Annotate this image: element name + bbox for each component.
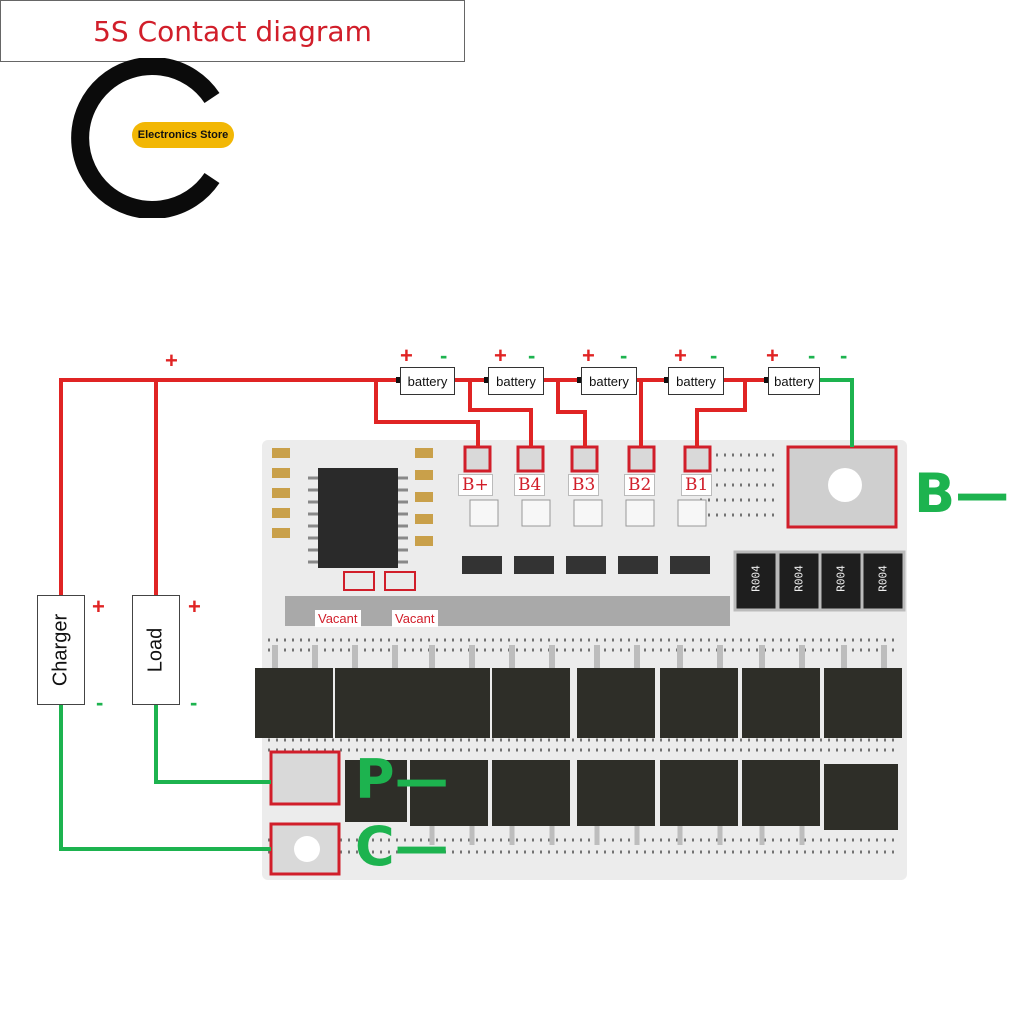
- load-label: Load: [144, 627, 167, 673]
- p-minus-terminal: [269, 750, 341, 806]
- p-minus-label: P—: [355, 748, 449, 811]
- pcb-dots: [268, 453, 900, 854]
- logo: Electronics Store: [62, 58, 242, 218]
- battery-5: battery: [400, 367, 455, 395]
- vacant-label-1: Vacant: [315, 610, 361, 627]
- pad-label-b2: B2: [624, 474, 656, 496]
- bat3-minus: -: [620, 343, 628, 368]
- mosfets-bottom: [345, 760, 898, 830]
- logo-badge: Electronics Store: [132, 122, 234, 148]
- resistor-label-3: R004: [834, 565, 848, 592]
- pad-label-b1: B1: [681, 474, 713, 496]
- load-minus: -: [190, 690, 198, 715]
- pad-label-b4: B4: [514, 474, 546, 496]
- logo-ring-icon: [71, 58, 220, 218]
- c-minus-label: C—: [355, 815, 449, 878]
- bat4-minus: -: [528, 343, 536, 368]
- resistor-label-4: R004: [876, 565, 890, 592]
- battery-1: battery: [768, 367, 820, 395]
- bat5-minus: -: [440, 343, 448, 368]
- bat5-plus: +: [400, 343, 413, 368]
- top-plus-sign: +: [165, 348, 178, 373]
- bat4-plus: +: [494, 343, 507, 368]
- charger-box: Charger: [37, 595, 85, 705]
- bat1-plus: +: [766, 343, 779, 368]
- charger-plus: +: [92, 594, 105, 619]
- battery-4: battery: [488, 367, 544, 395]
- vacant-label-2: Vacant: [392, 610, 438, 627]
- logo-text: Electronics Store: [137, 129, 229, 141]
- battery-2: battery: [668, 367, 724, 395]
- bat1-minus-a: -: [808, 343, 816, 368]
- pad-label-bplus: B+: [458, 474, 493, 496]
- load-plus: +: [188, 594, 201, 619]
- diagram-title: 5S Contact diagram: [0, 0, 465, 62]
- b-minus-label: B—: [914, 462, 1010, 525]
- battery-3: battery: [581, 367, 637, 395]
- bat2-plus: +: [674, 343, 687, 368]
- bat1-minus-b: -: [840, 343, 848, 368]
- ic-chip: [318, 468, 398, 568]
- bat3-plus: +: [582, 343, 595, 368]
- resistor-label-2: R004: [792, 565, 806, 592]
- shunt-resistors: [733, 550, 906, 612]
- bat2-minus: -: [710, 343, 718, 368]
- charger-minus: -: [96, 690, 104, 715]
- load-box: Load: [132, 595, 180, 705]
- pad-label-b3: B3: [568, 474, 600, 496]
- mosfets-top: [255, 668, 902, 738]
- charger-label: Charger: [49, 613, 72, 687]
- resistor-label-1: R004: [749, 565, 763, 592]
